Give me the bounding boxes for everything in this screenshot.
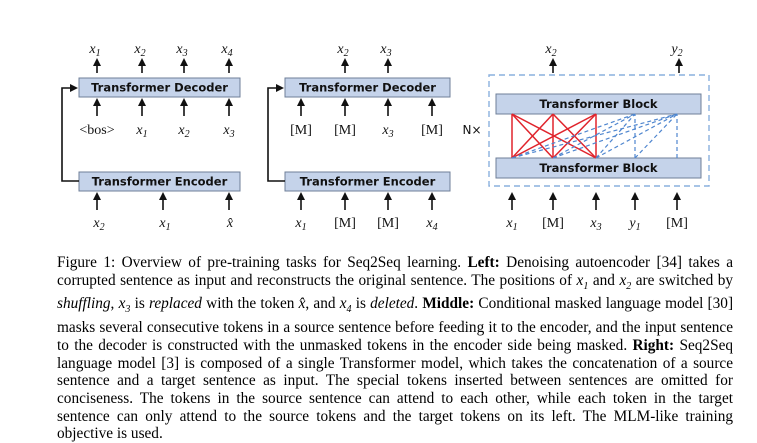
input-token: x3 (381, 123, 393, 140)
output-token: x4 (220, 42, 232, 59)
caption-right-text: Seq2Seq language model [3] is composed o… (57, 336, 734, 443)
left-panel: Transformer Decoder Transformer Encoder … (61, 42, 241, 233)
left-decoder-box (78, 77, 241, 98)
input-token: x1 (294, 216, 306, 233)
output-token: x3 (379, 42, 391, 59)
caption-left-label: Left: (467, 254, 500, 271)
middle-decoder-box (284, 77, 451, 98)
middle-decoder-label: Transformer Decoder (299, 81, 436, 95)
encoder-decoder-connector (267, 84, 285, 182)
caption-math: x1 (576, 271, 589, 292)
caption-and2: , and (305, 295, 336, 313)
input-token: [M] (290, 123, 312, 138)
output-token: x2 (336, 42, 348, 59)
top-block-box (495, 93, 702, 115)
caption-math: x4 (339, 295, 352, 316)
middle-panel: Transformer Decoder Transformer Encoder … (267, 42, 451, 233)
input-token: x1 (158, 216, 170, 233)
caption-label: Figure 1: (57, 254, 116, 271)
input-token: <bos> (79, 123, 114, 138)
input-token: [M] (666, 216, 688, 231)
input-token: x2 (92, 216, 104, 233)
input-token: x1 (505, 216, 517, 233)
right-inputs: x1 [M] x3 y1 [M] (505, 216, 688, 233)
output-token: x2 (544, 42, 556, 59)
caption-with-token: with the token (206, 295, 295, 313)
input-token: x1 (135, 123, 147, 140)
input-token: [M] (421, 123, 443, 138)
bottom-block-label: Transformer Block (539, 161, 658, 175)
top-block-label: Transformer Block (539, 97, 658, 111)
caption-is: is (134, 295, 145, 313)
caption-math: x2 (619, 271, 632, 292)
caption-intro: Overview of pre-training tasks for Seq2S… (121, 254, 462, 271)
caption-is2: is (355, 295, 366, 313)
caption-and: and (592, 271, 615, 289)
input-token: x3 (222, 123, 234, 140)
output-token: x2 (133, 42, 145, 59)
caption-middle-text: Conditional masked language model [30] m… (57, 295, 734, 354)
caption-math: x̂ (298, 295, 306, 313)
figure-diagram: Transformer Decoder Transformer Encoder … (61, 42, 710, 233)
bottom-block-box (495, 157, 702, 179)
left-encoder-label: Transformer Encoder (92, 175, 228, 189)
input-token: [M] (334, 216, 356, 231)
caption-switched: are switched by (635, 271, 734, 289)
input-token: x̂ (226, 216, 234, 231)
input-token: x2 (177, 123, 189, 140)
output-token: x3 (175, 42, 187, 59)
right-panel: N× Transformer Block Transformer Block x… (462, 42, 710, 233)
middle-encoder-label: Transformer Encoder (300, 175, 436, 189)
caption-deleted: deleted (370, 295, 415, 313)
middle-decoder-inputs: [M] [M] x3 [M] (290, 123, 443, 140)
input-token: [M] (542, 216, 564, 231)
left-decoder-inputs: <bos> x1 x2 x3 (79, 123, 234, 140)
middle-encoder-inputs: x1 [M] [M] x4 (294, 216, 437, 233)
caption-right-label: Right: (632, 336, 675, 354)
left-decoder-outputs: x1 x2 x3 x4 (88, 42, 232, 59)
output-token: x1 (88, 42, 100, 59)
caption-math: x3 (118, 295, 131, 316)
caption-middle-label: Middle: (422, 295, 475, 313)
input-token: x4 (425, 216, 437, 233)
repeat-label: N× (462, 123, 481, 137)
encoder-decoder-connector (61, 84, 79, 182)
target-attention-lines (511, 113, 678, 159)
caption-replaced: replaced (148, 295, 202, 313)
input-token: y1 (627, 216, 640, 233)
input-token: x3 (589, 216, 601, 233)
input-token: [M] (377, 216, 399, 231)
source-attention-lines (511, 113, 597, 159)
repeat-dashed-frame (488, 74, 710, 187)
left-decoder-label: Transformer Decoder (91, 81, 228, 95)
caption-left-text: Denoising autoencoder [34] takes a corru… (57, 254, 733, 289)
caption-shuffling: shuffling (57, 295, 111, 313)
left-encoder-inputs: x2 x1 x̂ (92, 216, 234, 233)
output-token: y2 (669, 42, 682, 59)
figure-caption: Figure 1: Overview of pre-training tasks… (57, 254, 734, 443)
input-token: [M] (334, 123, 356, 138)
